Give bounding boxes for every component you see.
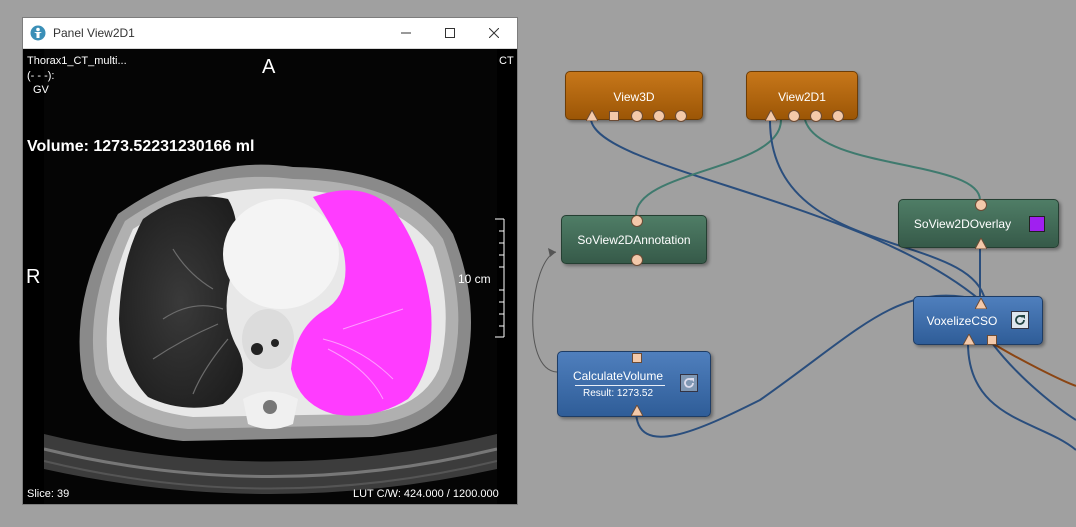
node-voxelizecso[interactable]: VoxelizeCSO <box>913 296 1043 345</box>
input-port-triangle-icon[interactable] <box>586 110 598 121</box>
output-port-triangle-icon[interactable] <box>963 334 975 345</box>
maximize-icon <box>445 28 455 38</box>
link-view3d-voxelizecso <box>590 119 981 301</box>
link-voxelizecso-out-blue2 <box>991 342 1076 421</box>
link-calc-annotation-feedback <box>532 251 558 373</box>
orientation-anterior: A <box>262 56 276 78</box>
refresh-icon <box>684 378 694 388</box>
input-port-square[interactable] <box>609 111 619 121</box>
overlay-series-name: Thorax1_CT_multi... <box>27 55 127 67</box>
node-calculatevolume-label: CalculateVolume <box>572 369 664 383</box>
ct-slice-image <box>23 49 517 504</box>
output-port-triangle-icon[interactable] <box>631 405 643 416</box>
node-view3d-label: View3D <box>613 90 655 104</box>
node-soview2doverlay[interactable]: SoView2DOverlay <box>898 199 1059 249</box>
input-port-square[interactable] <box>632 353 642 363</box>
input-port-circle-1[interactable] <box>631 110 643 122</box>
refresh-button[interactable] <box>680 374 698 392</box>
app-logo-icon <box>30 25 46 41</box>
input-port-circle[interactable] <box>975 199 987 211</box>
node-view3d[interactable]: View3D <box>565 71 703 122</box>
node-calculatevolume[interactable]: CalculateVolume Result: 1273.52 <box>557 351 711 417</box>
ct-viewport[interactable]: Thorax1_CT_multi... (- - -): GV CT A R V… <box>23 49 517 504</box>
scale-bar <box>495 218 505 338</box>
node-soview2dannotation[interactable]: SoView2DAnnotation <box>561 215 707 266</box>
lung-segmentation-mask <box>291 190 432 416</box>
maximize-button[interactable] <box>427 18 473 48</box>
orientation-right: R <box>26 266 41 288</box>
node-view2d1-label: View2D1 <box>778 90 826 104</box>
overlay-gray-value: GV <box>33 84 49 96</box>
input-port-triangle-icon[interactable] <box>765 110 777 121</box>
input-port-circle-2[interactable] <box>810 110 822 122</box>
node-view2d1[interactable]: View2D1 <box>746 71 858 122</box>
color-swatch[interactable] <box>1029 216 1045 232</box>
link-view2d1-annotation <box>635 119 782 216</box>
input-port-circle[interactable] <box>631 215 643 227</box>
output-port-square[interactable] <box>987 335 997 345</box>
input-port-triangle-icon[interactable] <box>975 298 987 309</box>
overlay-scale-label: 10 cm <box>458 272 491 286</box>
output-port-triangle-icon[interactable] <box>975 238 987 249</box>
link-view2d1-voxelizecso-aux <box>769 119 986 301</box>
link-voxelizecso-out-blue <box>967 342 1076 451</box>
minimize-button[interactable] <box>383 18 429 48</box>
node-calculatevolume-result: Result: 1273.52 <box>582 388 654 399</box>
node-soview2dannotation-label: SoView2DAnnotation <box>577 233 691 247</box>
minimize-icon <box>401 32 411 34</box>
window-title: Panel View2D1 <box>53 26 135 40</box>
overlay-lut: LUT C/W: 424.000 / 1200.000 <box>353 488 499 500</box>
overlay-slice: Slice: 39 <box>27 488 70 500</box>
close-button[interactable] <box>471 18 517 48</box>
node-soview2doverlay-label: SoView2DOverlay <box>913 217 1012 231</box>
refresh-button[interactable] <box>1011 311 1029 329</box>
node-voxelizecso-label: VoxelizeCSO <box>926 314 998 328</box>
close-icon <box>489 28 499 38</box>
refresh-icon <box>1015 315 1025 325</box>
link-view2d1-overlay <box>804 119 981 201</box>
overlay-volume: Volume: 1273.52231230166 ml <box>27 138 255 155</box>
overlay-coordinates: (- - -): <box>27 70 55 82</box>
input-port-circle-3[interactable] <box>832 110 844 122</box>
link-voxelizecso-out-brown <box>991 342 1076 387</box>
node-divider <box>575 385 665 386</box>
window-titlebar[interactable]: Panel View2D1 <box>23 18 517 49</box>
input-port-circle-3[interactable] <box>675 110 687 122</box>
panel-window[interactable]: Panel View2D1 <box>22 17 518 505</box>
input-port-circle-1[interactable] <box>788 110 800 122</box>
overlay-modality: CT <box>499 55 514 67</box>
output-port-circle[interactable] <box>631 254 643 266</box>
input-port-circle-2[interactable] <box>653 110 665 122</box>
